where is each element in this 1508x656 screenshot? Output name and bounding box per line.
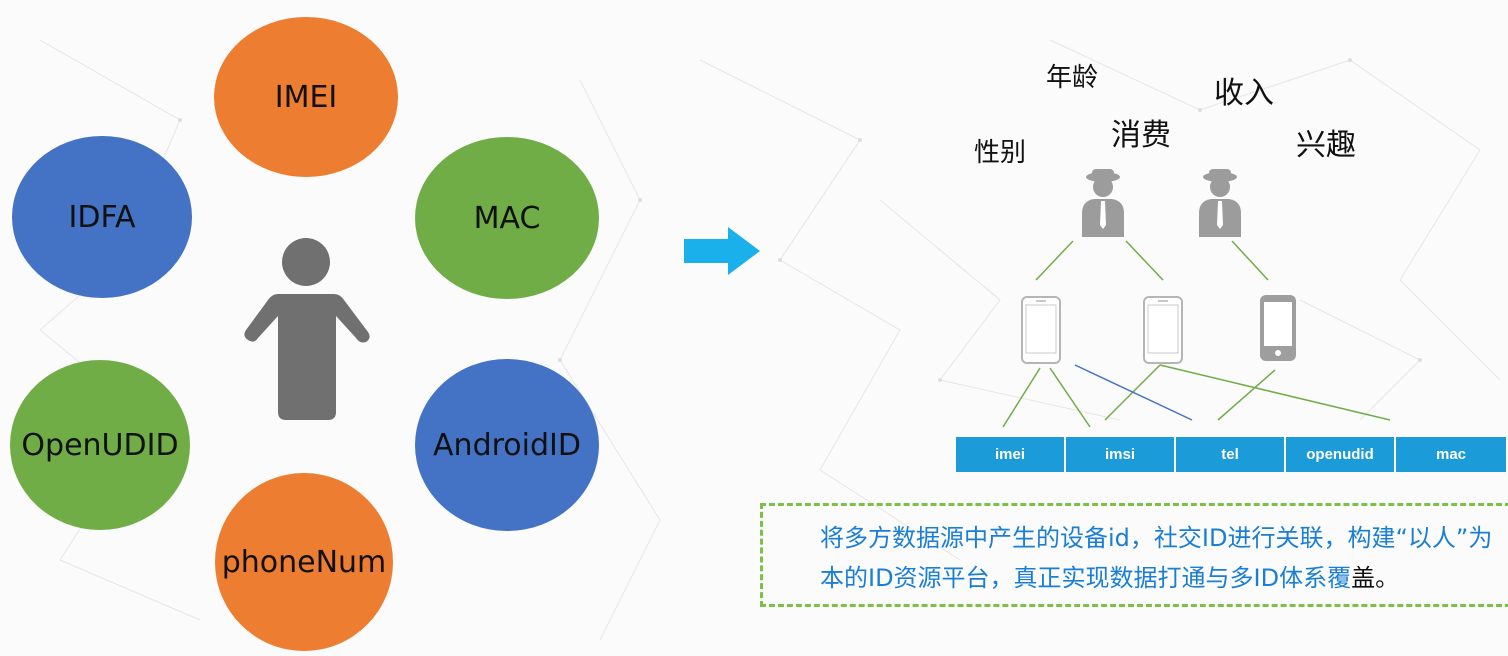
attribute-consumption: 消费 — [1111, 118, 1171, 153]
identifier-circle-androidid: AndroidID — [415, 359, 599, 531]
attribute-age: 年龄 — [1046, 63, 1099, 93]
description-main: 将多方数据源中产生的设备id，社交ID进行关联，构建“以人”为本的ID资源平台，… — [820, 524, 1493, 592]
user-silhouette-icon — [1082, 169, 1124, 237]
id-column-imsi: imsi — [1066, 437, 1176, 472]
arrow-right-icon — [684, 227, 760, 275]
identifier-label-mac: MAC — [473, 200, 541, 236]
description-tail: 盖。 — [1351, 564, 1400, 592]
id-table: imei imsi tel openudid mac — [956, 437, 1506, 472]
description-text: 将多方数据源中产生的设备id，社交ID进行关联，构建“以人”为本的ID资源平台，… — [820, 518, 1508, 598]
identifier-label-imei: IMEI — [274, 79, 338, 115]
description-box — [760, 503, 1508, 607]
user-silhouette-icon — [1199, 169, 1241, 237]
identifier-label-openudid: OpenUDID — [21, 427, 179, 463]
id-column-imei: imei — [956, 437, 1066, 472]
smartphone-icon — [1021, 296, 1061, 364]
id-column-openudid: openudid — [1286, 437, 1396, 472]
identifier-label-phonenum: phoneNum — [221, 544, 387, 580]
smartphone-icon — [1143, 296, 1183, 364]
attribute-gender: 性别 — [974, 138, 1027, 168]
identifier-circle-idfa: IDFA — [12, 136, 192, 298]
attribute-income: 收入 — [1214, 76, 1274, 111]
id-column-mac: mac — [1435, 446, 1467, 463]
identifier-circle-phonenum: phoneNum — [215, 473, 393, 651]
id-column-tel: tel — [1176, 437, 1286, 472]
identifier-circle-mac: MAC — [415, 137, 599, 299]
attribute-interest: 兴趣 — [1296, 128, 1356, 163]
identifier-circle-openudid: OpenUDID — [10, 360, 190, 530]
smartphone-icon — [1260, 295, 1296, 361]
identifier-label-idfa: IDFA — [68, 199, 136, 235]
identifier-circle-imei: IMEI — [214, 17, 398, 177]
identifier-label-androidid: AndroidID — [433, 427, 581, 463]
person-icon — [244, 238, 370, 420]
